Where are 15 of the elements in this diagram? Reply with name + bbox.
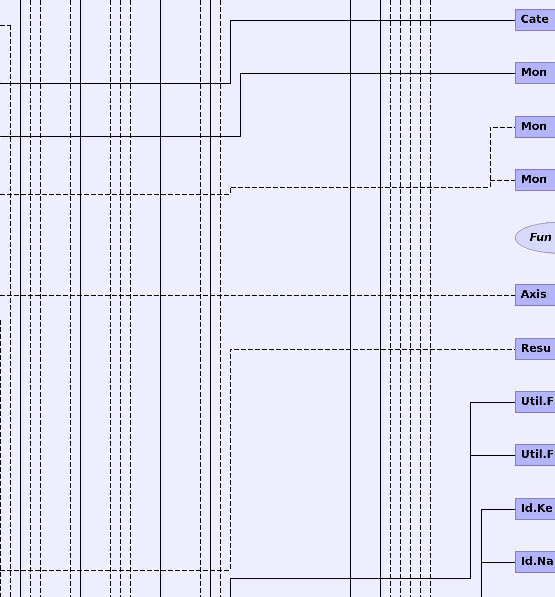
module-box: Axis: [515, 284, 555, 306]
module-box: Id.Ke: [515, 498, 555, 520]
module-box: Util.F: [515, 391, 555, 413]
module-box: Mon: [515, 169, 555, 191]
module-box: Util.F: [515, 444, 555, 466]
module-box: Id.Na: [515, 551, 555, 573]
connector-line: [0, 73, 516, 137]
module-box: Mon: [515, 62, 555, 84]
connector-line: [0, 180, 516, 195]
connector-line: [0, 20, 516, 84]
module-ellipse: Fun: [515, 222, 555, 254]
module-box: Mon: [515, 116, 555, 138]
module-box: Cate: [515, 9, 555, 31]
connector-line: [0, 295, 516, 296]
module-box: Resu: [515, 338, 555, 360]
